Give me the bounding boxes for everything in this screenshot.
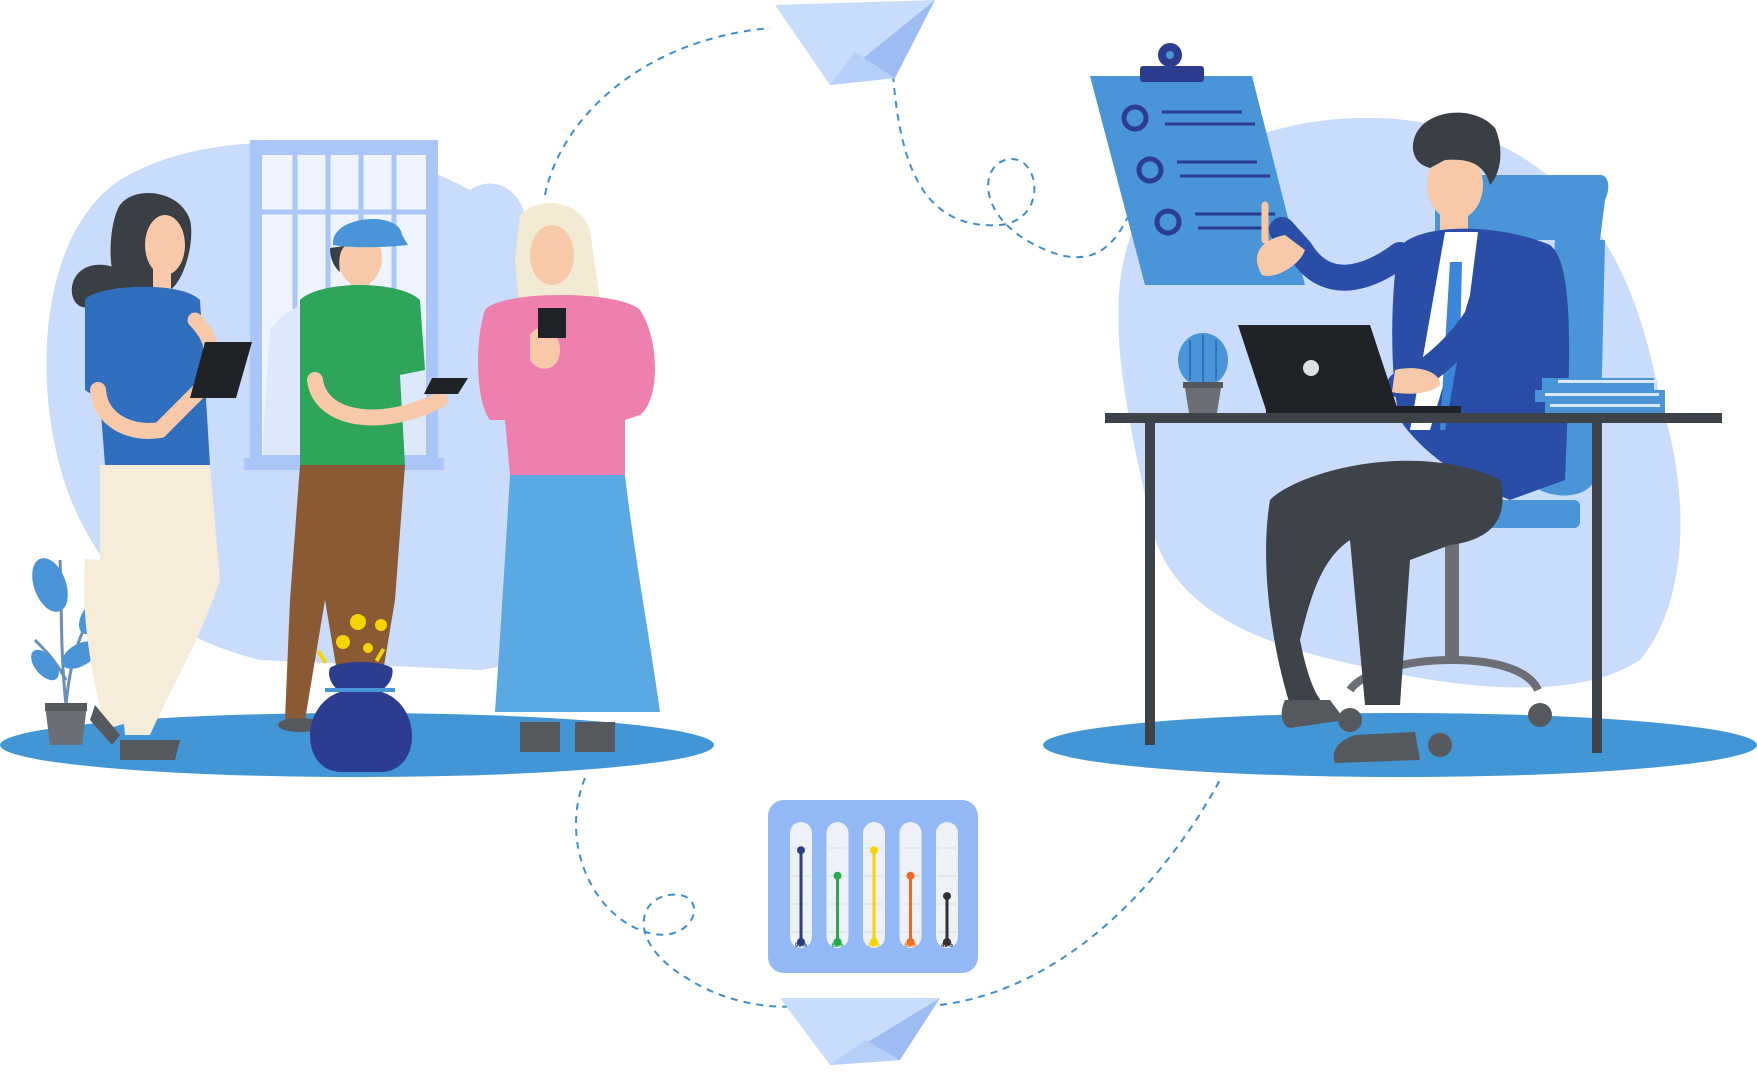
desk [1105,413,1722,753]
woman-with-tablet [71,193,252,760]
gauge-percent-label: 65% [831,943,844,949]
dashed-path-top-left [544,27,771,196]
laptop [1238,325,1461,413]
gauge-level-knob [797,846,805,855]
gauge-card: 90% 65% 90% 65% 45% [768,800,978,973]
dashed-flow-paths [544,27,1221,1008]
right-group [1043,43,1757,777]
gauge-tube [936,822,958,948]
gauge-base-knob [943,938,951,946]
woman-in-hijab-with-phone [478,203,660,752]
cactus [1178,333,1228,413]
gauge-percent-label: 65% [904,943,917,949]
man-with-cap-and-phone [278,218,468,732]
gauge-percent-label: 45% [941,943,954,949]
dashed-path-top-right [892,74,1136,259]
gauge-base-knob [870,938,878,946]
money-bag-with-coins [310,614,412,772]
gauge-level-knob [833,871,842,880]
clipboard-checklist [1090,43,1305,285]
potted-plant [31,558,111,745]
gauge-percent-label: 90% [795,943,808,949]
gauge-base-knob [797,938,805,946]
gauge-level-knob [943,892,951,901]
left-group [0,140,714,777]
gauge-level-knob [870,846,878,855]
businessman-at-desk [1256,112,1570,763]
paper-plane-bottom-icon [780,998,940,1065]
gauge-level-knob [906,871,915,880]
paper-plane-top-icon [775,0,935,85]
gauge-bars: 90% 65% 90% 65% 45% [790,822,958,949]
gauge-base-knob [906,938,915,946]
dashed-path-bottom-left [575,777,806,1008]
gauge-base-knob [833,938,842,946]
gauge-percent-label: 90% [868,943,881,949]
stacked-books [1535,378,1665,413]
dashed-path-bottom-right [939,779,1221,1006]
